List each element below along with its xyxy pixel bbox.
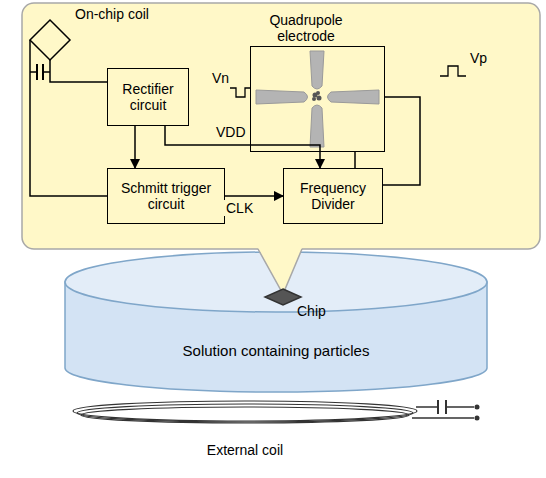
quadrupole-electrodes <box>256 51 379 147</box>
node-label: Quadrupole electrode <box>256 12 356 44</box>
wire <box>383 97 420 185</box>
callout-fill <box>258 248 302 294</box>
waveform-vn <box>230 88 251 97</box>
node-label: Chip <box>297 303 326 319</box>
chip-symbol: Chip <box>265 289 301 305</box>
particle <box>316 91 320 95</box>
electrode-frame: Quadrupole electrode <box>250 46 385 152</box>
process-box: Rectifier circuit <box>107 68 189 126</box>
coil-symbol: On-chip coil <box>30 20 70 60</box>
process-box: Frequency Divider <box>283 168 383 224</box>
node-label: External coil <box>70 442 420 458</box>
capacitor-plate <box>36 64 38 80</box>
coil-leads <box>412 407 474 418</box>
node-label: On-chip coil <box>75 6 149 22</box>
winding <box>81 407 409 423</box>
electrode-bottom <box>310 105 324 147</box>
electrode-left <box>256 90 308 104</box>
signal-name: Vp <box>470 50 487 66</box>
box-label: Schmitt trigger circuit <box>108 180 224 212</box>
chip-outline <box>265 289 301 305</box>
wire <box>50 60 107 82</box>
electrode-right <box>328 90 380 104</box>
box-label: Frequency Divider <box>284 180 382 212</box>
winding <box>77 404 413 422</box>
particle-cluster <box>312 91 322 101</box>
terminal <box>475 405 480 410</box>
chip-body <box>265 289 301 305</box>
solution-dish: Solution containing particles Chip <box>65 252 487 392</box>
particle <box>312 97 316 101</box>
external-coil-windings <box>73 401 417 423</box>
electrode-top <box>310 51 324 89</box>
wire <box>30 71 37 73</box>
process-box: Schmitt trigger circuit <box>107 168 225 224</box>
waveform-vp <box>440 66 466 76</box>
signal-arrow <box>225 195 283 197</box>
particle <box>317 96 322 101</box>
terminal <box>475 416 480 421</box>
signal-name: CLK <box>224 200 255 216</box>
winding <box>73 401 417 421</box>
wire <box>30 40 107 196</box>
signal-arrow <box>134 126 136 168</box>
wire <box>354 152 356 168</box>
coil-loop <box>30 20 70 60</box>
signal-name: Vn <box>212 70 229 86</box>
callout-outline <box>258 249 302 294</box>
external-coil: External coil <box>70 398 420 428</box>
capacitor-plate <box>445 400 447 414</box>
wire <box>43 71 50 73</box>
chip-panel <box>22 3 540 249</box>
capacitor-plate <box>437 400 439 414</box>
box-label: Rectifier circuit <box>108 81 188 113</box>
signal-name: VDD <box>214 124 248 140</box>
coil-outline <box>30 20 70 60</box>
node-label: Solution containing particles <box>65 342 487 359</box>
